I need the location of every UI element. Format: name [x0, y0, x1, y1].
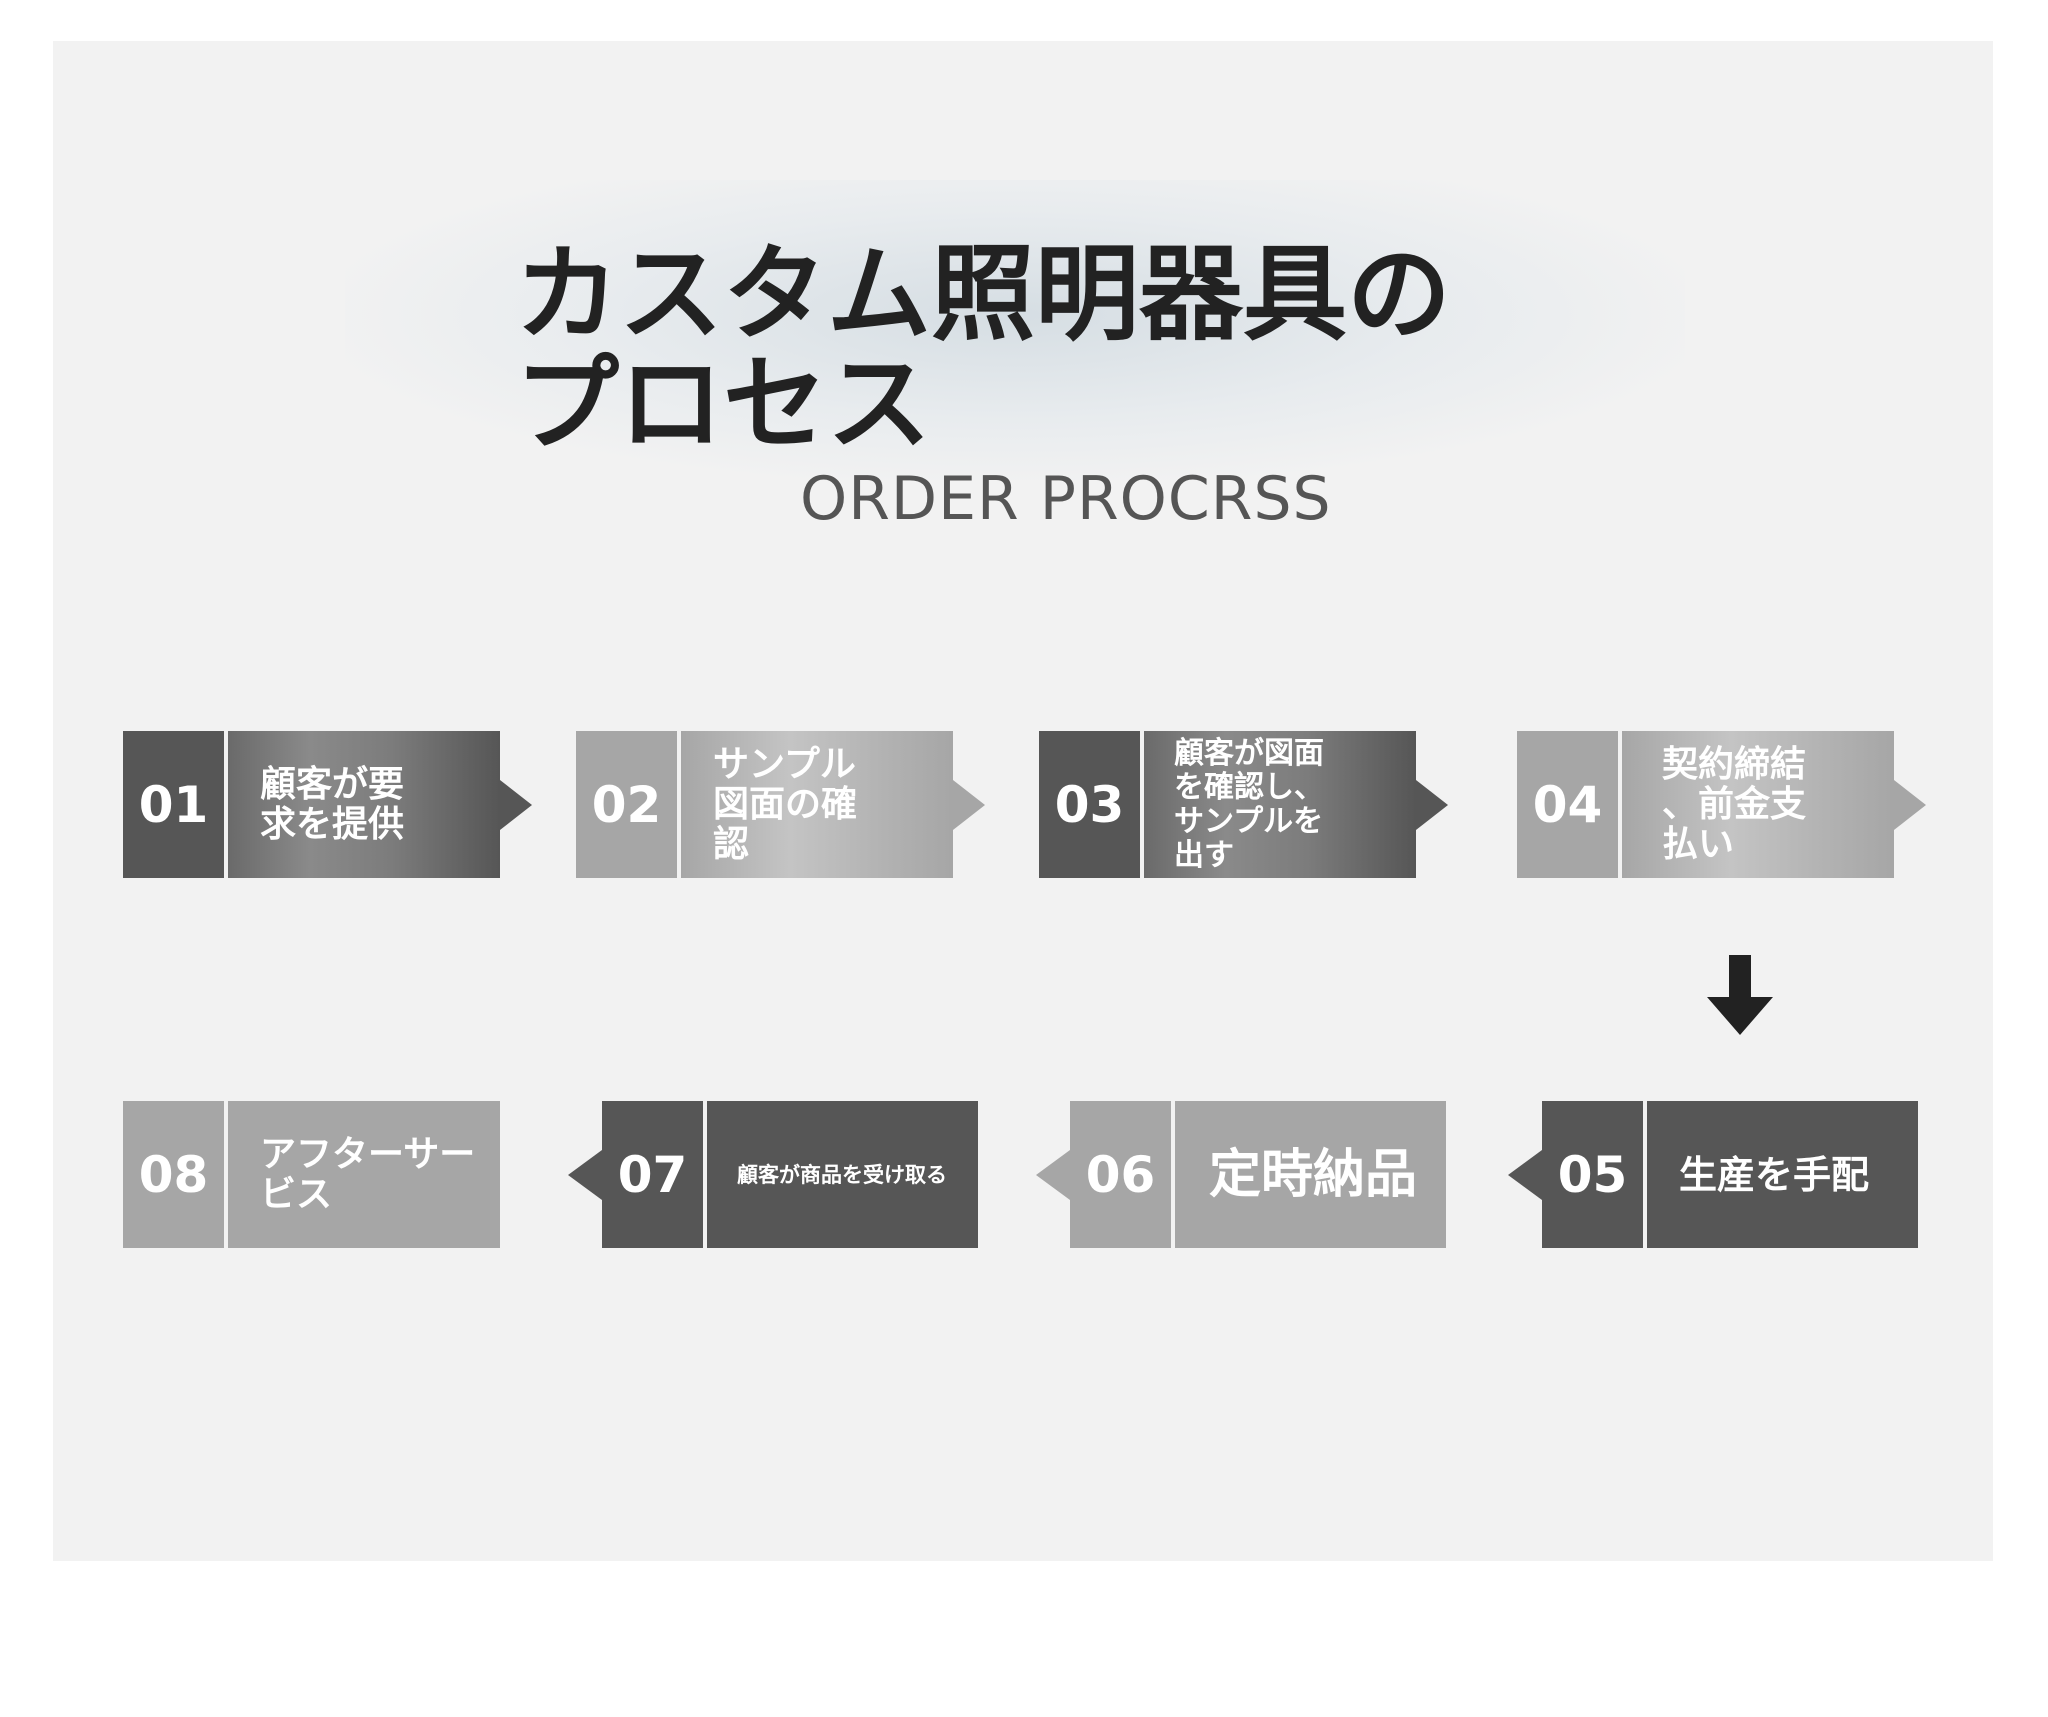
- step-number: 03: [1039, 731, 1140, 878]
- step-01: 01 顧客が要 求を提供: [123, 731, 533, 878]
- step-05: 05 生産を手配: [1508, 1101, 1918, 1248]
- title-backdrop: [345, 180, 1685, 480]
- step-label: 顧客が要 求を提供: [228, 731, 500, 878]
- step-08: 08 アフターサービス: [123, 1101, 533, 1248]
- step-number: 08: [123, 1101, 224, 1248]
- page-title-line-1: カスタム照明器具の: [515, 233, 1452, 355]
- step-03: 03 顧客が図面 を確認し、 サンプルを 出す: [1039, 731, 1449, 878]
- step-number: 05: [1542, 1101, 1643, 1248]
- step-label: 生産を手配: [1647, 1101, 1918, 1248]
- chevron-arrow-icon: [568, 1150, 602, 1200]
- step-number: 06: [1070, 1101, 1171, 1248]
- step-number: 02: [576, 731, 677, 878]
- chevron-arrow-icon: [1036, 1150, 1070, 1200]
- step-label: 顧客が商品を受け取る: [707, 1101, 978, 1248]
- chevron-arrow-icon: [1416, 780, 1448, 830]
- step-02: 02 サンプル 図面の確 認: [576, 731, 986, 878]
- step-04: 04 契約締結 、前金支 払い: [1517, 731, 1927, 878]
- chevron-arrow-icon: [1894, 780, 1926, 830]
- step-label: サンプル 図面の確 認: [681, 731, 953, 878]
- step-label: アフターサービス: [228, 1101, 500, 1248]
- step-06: 06 定時納品: [1036, 1101, 1446, 1248]
- chevron-arrow-icon: [953, 780, 985, 830]
- step-label: 契約締結 、前金支 払い: [1622, 731, 1894, 878]
- chevron-arrow-icon: [500, 780, 532, 830]
- down-arrow-icon: [1707, 955, 1773, 1035]
- step-label: 定時納品: [1175, 1101, 1446, 1248]
- step-number: 07: [602, 1101, 703, 1248]
- chevron-arrow-icon: [1508, 1150, 1542, 1200]
- step-label: 顧客が図面 を確認し、 サンプルを 出す: [1144, 731, 1416, 878]
- step-number: 01: [123, 731, 224, 878]
- step-number: 04: [1517, 731, 1618, 878]
- page-title-line-2: プロセス: [515, 343, 932, 465]
- page-subtitle: ORDER PROCRSS: [800, 464, 1332, 534]
- step-07: 07 顧客が商品を受け取る: [568, 1101, 978, 1248]
